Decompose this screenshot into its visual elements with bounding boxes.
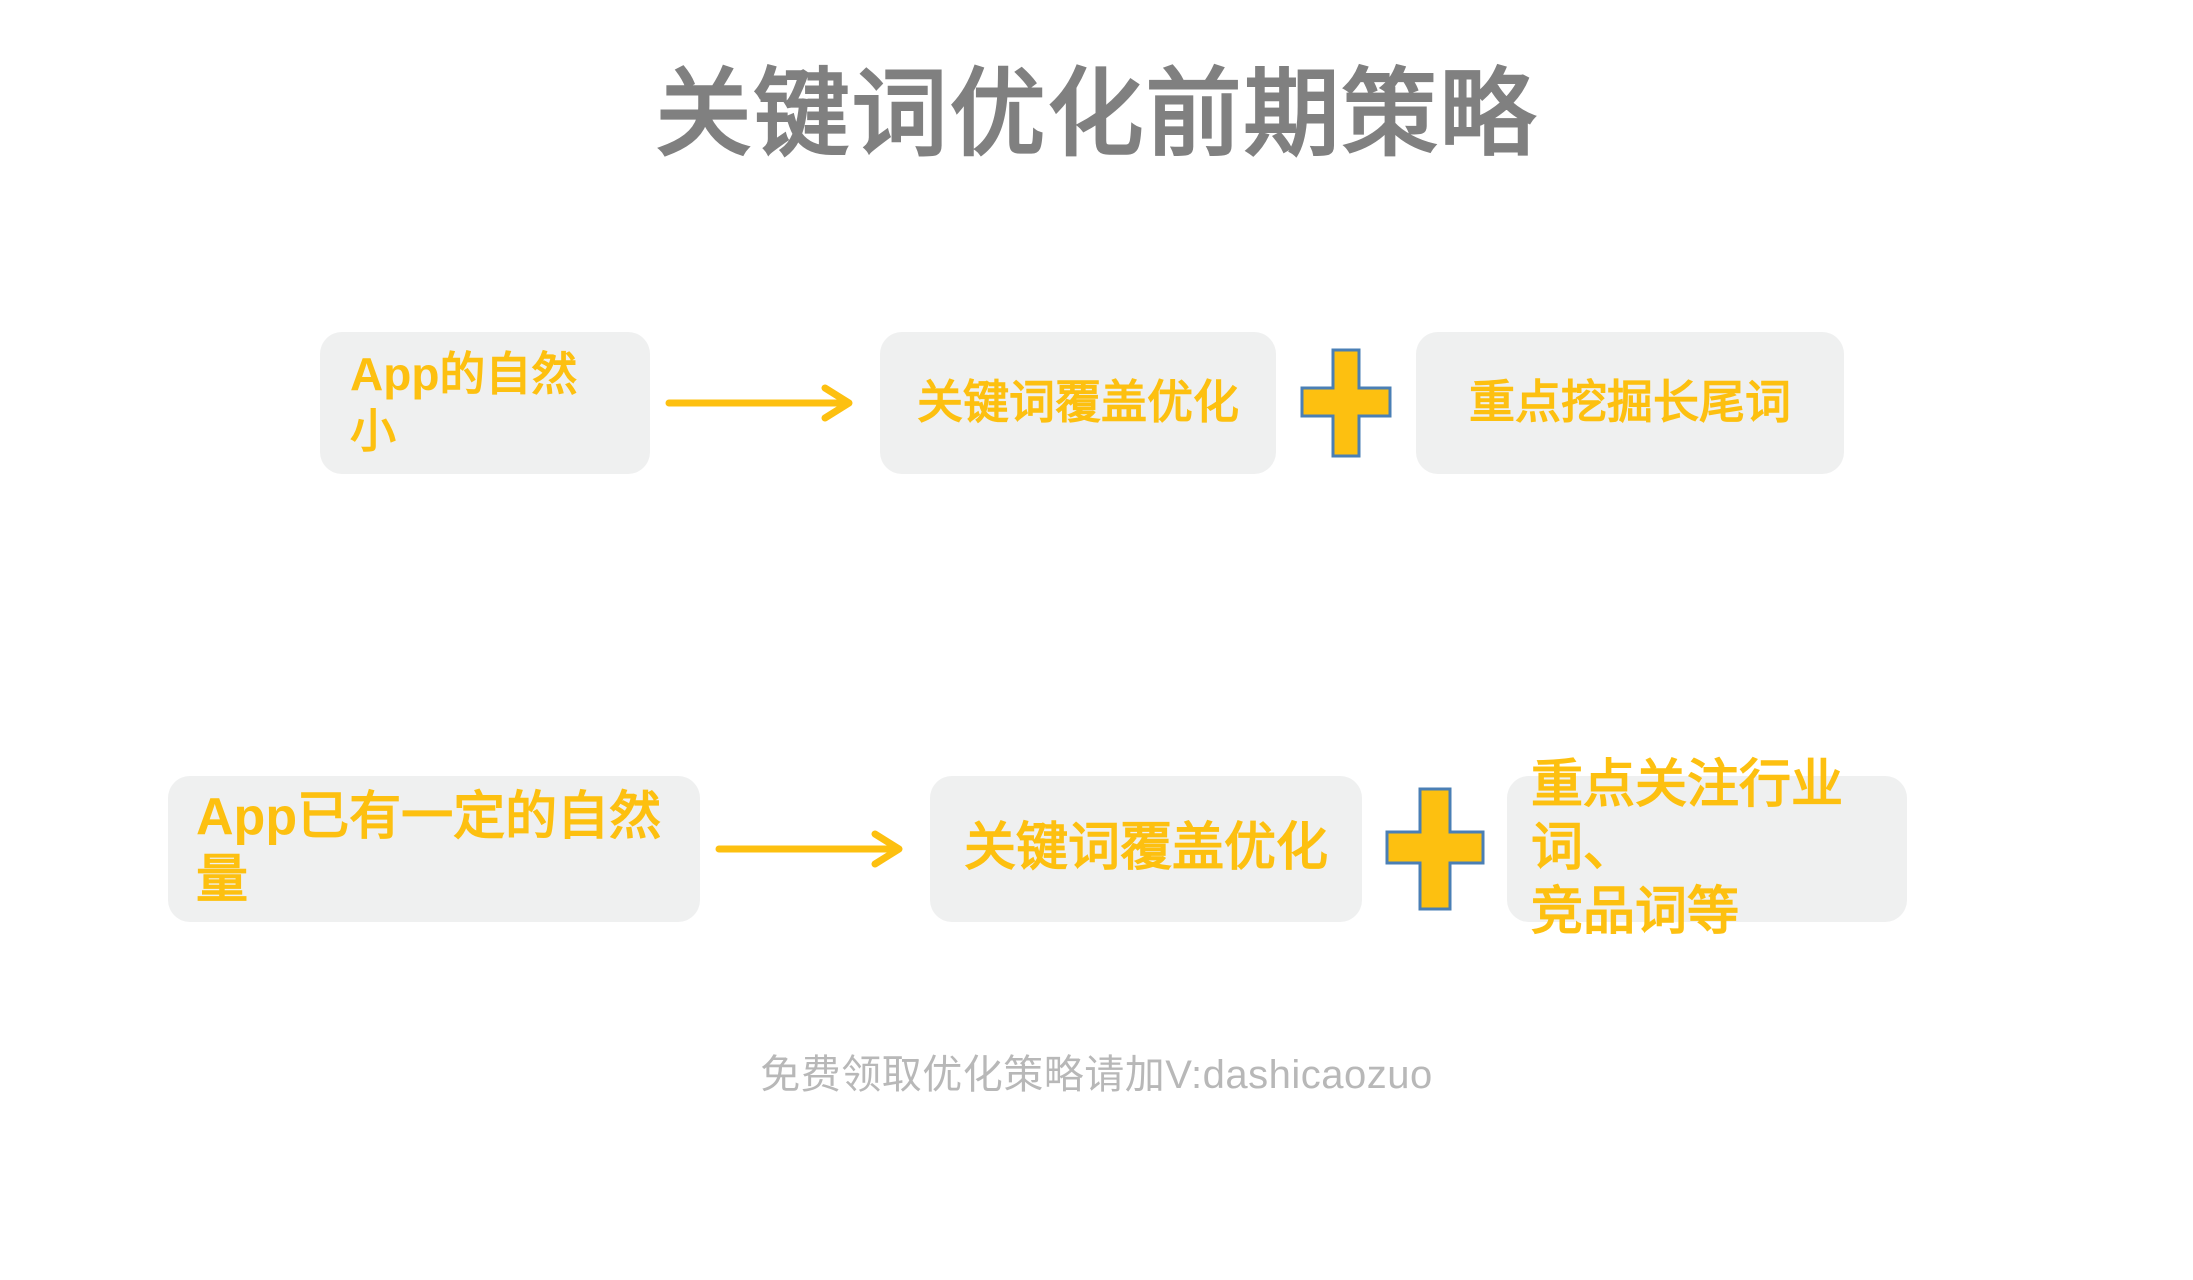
chip-row1-action-label: 关键词覆盖优化 — [917, 376, 1239, 429]
arrow-right-icon — [700, 819, 930, 879]
chip-row2-focus[interactable]: 重点关注行业词、 竞品词等 — [1507, 756, 1907, 941]
chip-row1-source-label: App的自然小 — [350, 347, 578, 458]
chip-row2-action[interactable]: 关键词覆盖优化 — [930, 776, 1362, 922]
chip-row1-action[interactable]: 关键词覆盖优化 — [880, 332, 1276, 474]
chip-row2-source[interactable]: App已有一定的自然量 — [168, 776, 700, 922]
chip-row1-focus[interactable]: 重点挖掘长尾词 — [1416, 332, 1844, 474]
chip-row2-focus-label: 重点关注行业词、 竞品词等 — [1531, 755, 1844, 941]
chip-row1-source[interactable]: App的自然小 — [320, 332, 650, 474]
flow-row-2: App已有一定的自然量 关键词覆盖优化 重点关注行业词、 竞品词等 — [168, 756, 1907, 941]
plus-icon — [1362, 784, 1507, 914]
flow-row-1: App的自然小 关键词覆盖优化 重点挖掘长尾词 — [320, 332, 1844, 474]
chip-row1-focus-label: 重点挖掘长尾词 — [1469, 376, 1791, 429]
chip-row2-source-label: App已有一定的自然量 — [196, 787, 662, 909]
page-title: 关键词优化前期策略 — [655, 61, 1538, 168]
plus-icon — [1276, 348, 1416, 458]
chip-row2-action-label: 关键词覆盖优化 — [963, 819, 1328, 878]
arrow-right-icon — [650, 373, 880, 433]
footer-contact-note: 免费领取优化策略请加V:dashicaozuo — [760, 1053, 1433, 1097]
